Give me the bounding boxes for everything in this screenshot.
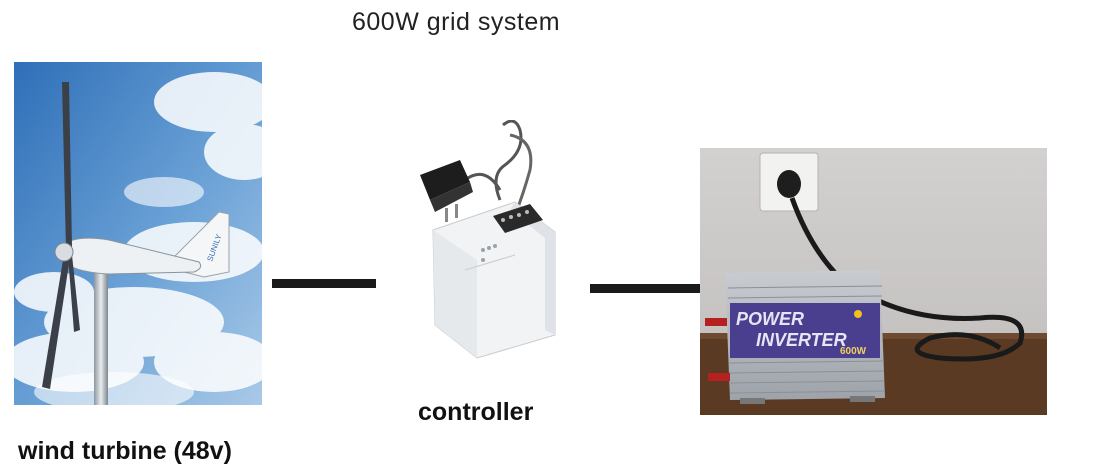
connector-turbine-controller [272, 279, 376, 288]
connector-controller-inverter [590, 284, 700, 293]
inverter-rating: 600W [840, 346, 867, 357]
inverter-image: POWER INVERTER 600W [700, 148, 1047, 415]
wind-turbine-caption: wind turbine (48v) [18, 437, 232, 465]
controller-image [405, 120, 565, 365]
diagram-title: 600W grid system [352, 8, 561, 36]
inverter-label-line1: POWER [736, 309, 804, 329]
inverter-label-line2: INVERTER [756, 330, 847, 350]
wind-turbine-image: SUNILY [14, 62, 262, 405]
controller-caption: controller [418, 398, 534, 426]
